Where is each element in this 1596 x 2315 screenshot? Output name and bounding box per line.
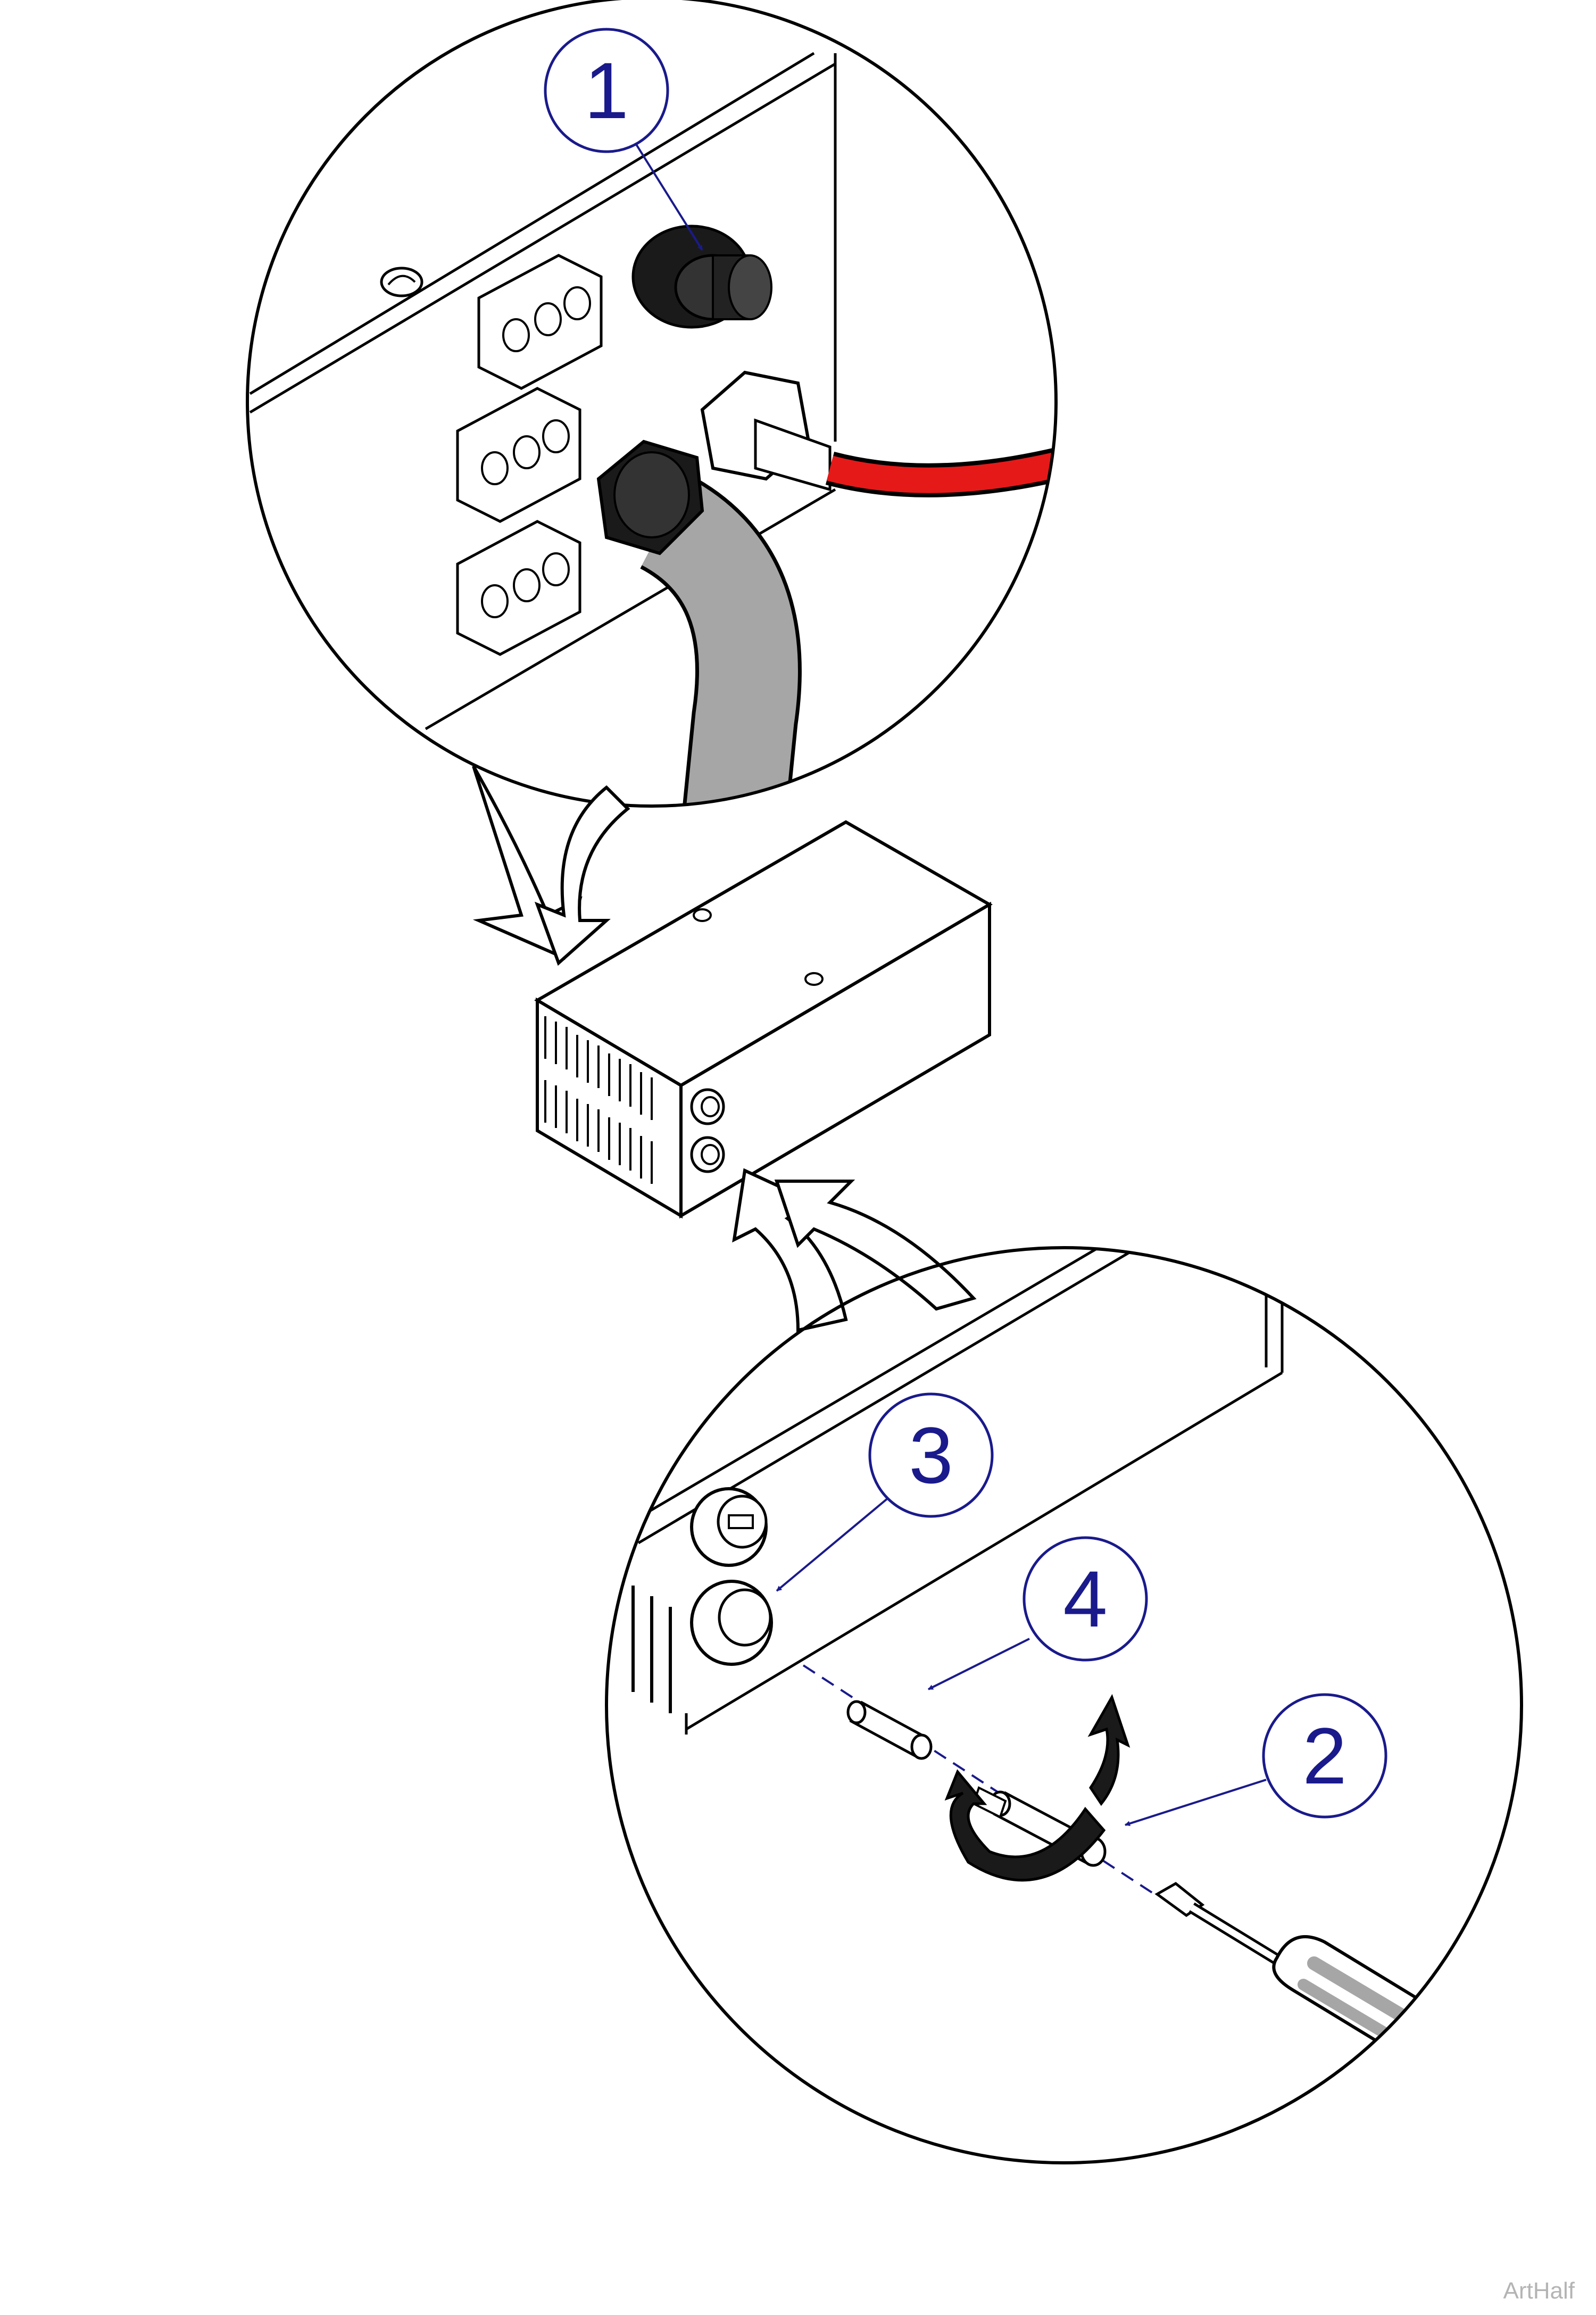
screw-icon (693, 908, 712, 922)
callout-1-leader (635, 143, 703, 251)
rotate-arrow-icon (1087, 1694, 1130, 1806)
fuse (846, 1700, 933, 1760)
terminal-block-2 (456, 387, 581, 523)
callout-1: 1 (544, 28, 703, 251)
fuse-holder-small (690, 1136, 725, 1173)
fuse-holder-upper (690, 1487, 768, 1567)
bottom-detail-circle (605, 1246, 1523, 2164)
callout-2-label: 2 (1302, 1711, 1346, 1800)
red-hose-fitting (700, 370, 1056, 497)
grey-hose (596, 439, 802, 806)
power-supply-unit (534, 820, 993, 1219)
callout-2-leader (1125, 1779, 1267, 1827)
screwdriver (1154, 1881, 1464, 2070)
watermark-label: ArtHalf (1503, 2278, 1575, 2304)
fuse-holder-lower (690, 1580, 773, 1666)
vent-slots (544, 1016, 653, 1184)
knurled-knob (631, 225, 772, 329)
callout-3-leader (776, 1497, 890, 1592)
top-detail-view (246, 0, 1058, 808)
callout-4-leader (928, 1638, 1030, 1690)
panel-bottom-edge (425, 488, 836, 731)
callout-1-label: 1 (584, 46, 628, 135)
fuse-holder-small (690, 1088, 725, 1125)
screw-icon (380, 267, 423, 297)
panel-top-edge (249, 52, 815, 395)
terminal-block-3 (456, 520, 581, 656)
callout-4-label: 4 (1063, 1554, 1107, 1644)
rotate-arrow-icon (944, 1769, 1106, 1882)
curved-arrow-icon (732, 1168, 848, 1332)
top-detail-circle (246, 0, 1058, 808)
panel-lower-edge (249, 62, 836, 414)
terminal-block-1 (477, 254, 603, 390)
callout-2: 2 (1125, 1693, 1387, 1827)
callout-4: 4 (928, 1536, 1148, 1690)
callout-3: 3 (776, 1392, 994, 1592)
curved-arrow-icon (534, 785, 630, 966)
bottom-detail-view (605, 1246, 1523, 2164)
screw-icon (804, 972, 824, 986)
callout-3-label: 3 (909, 1410, 953, 1500)
vent-slots (631, 1586, 672, 1713)
